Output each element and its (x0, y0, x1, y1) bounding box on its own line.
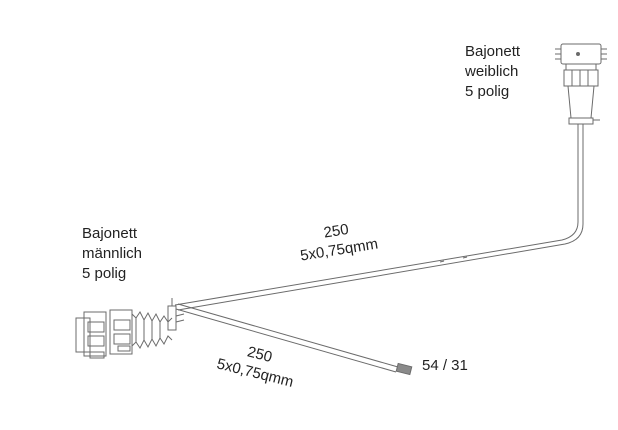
male-connector-icon (75, 298, 185, 359)
female-connector-icon (555, 43, 607, 125)
male-connector-label-line-2: männlich (82, 245, 143, 262)
male-connector-label: Bajonett männlich 5 polig (82, 224, 142, 284)
branch-terminal-icon (395, 362, 413, 376)
male-connector-label-line-1: Bajonett (82, 225, 138, 242)
main-cable-icon (174, 124, 584, 311)
female-connector-label-line-3: 5 polig (465, 83, 510, 100)
female-connector-label-line-2: weiblich (465, 63, 519, 80)
male-connector-label-line-3: 5 polig (82, 265, 127, 282)
female-connector-label: Bajonett weiblich 5 polig (465, 42, 520, 102)
female-connector-label-line-1: Bajonett (465, 43, 521, 60)
branch-cable-icon (175, 303, 399, 373)
branch-terminal-label: 54 / 31 (422, 357, 468, 374)
